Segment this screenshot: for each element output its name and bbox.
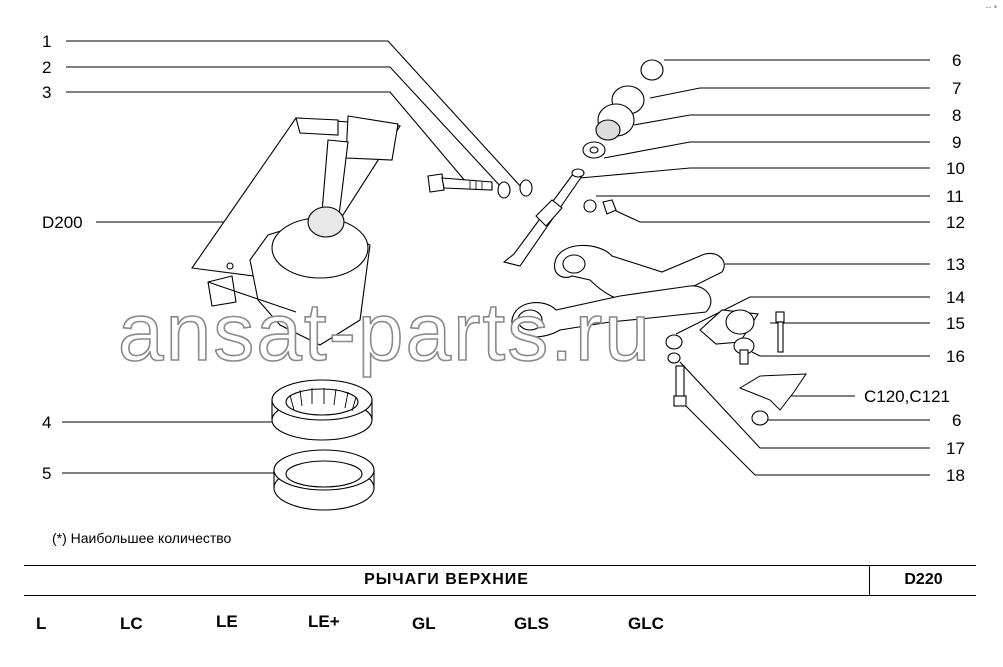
- section-title: РЫЧАГИ ВЕРХНИЕ: [364, 571, 529, 588]
- leader-line-10: [579, 167, 930, 179]
- callout-c120-c121: C120,C121: [864, 387, 951, 406]
- leader-line-9: [603, 141, 930, 159]
- leader-line-8: [633, 114, 930, 126]
- corner-mark: -- •: [985, 2, 997, 12]
- washer-2: [497, 181, 511, 199]
- spring-support-4: [271, 379, 373, 441]
- washer-11: [583, 199, 597, 213]
- callout-18: 18: [946, 466, 965, 485]
- version-glc: GLC: [628, 614, 664, 633]
- callout-14: 14: [946, 288, 965, 307]
- leader-line-18: [679, 399, 930, 476]
- version-le-plus: LE+: [308, 612, 340, 631]
- version-lc: LC: [120, 614, 143, 633]
- leader-line-16: [751, 351, 930, 357]
- leader-line-12: [613, 209, 930, 223]
- bracket-c120: [738, 373, 807, 411]
- bolt-18: [673, 365, 687, 407]
- callout-5: 5: [42, 464, 52, 483]
- leader-line-17: [679, 361, 930, 449]
- callout-6b: 6: [952, 411, 962, 430]
- shock-mount-assembly-d200: [191, 115, 401, 346]
- callout-16: 16: [946, 347, 965, 366]
- callout-12: 12: [946, 213, 965, 232]
- callout-7: 7: [952, 79, 962, 98]
- leader-line-7: [649, 87, 930, 99]
- callout-9: 9: [952, 133, 962, 152]
- callout-d200: D200: [42, 213, 83, 232]
- bolt-3: [427, 173, 493, 193]
- callout-15: 15: [946, 314, 965, 333]
- callout-1: 1: [42, 32, 52, 51]
- callout-6: 6: [952, 51, 962, 70]
- axle-10: [502, 168, 585, 267]
- callout-17: 17: [946, 439, 965, 458]
- nut-6: [640, 59, 664, 81]
- washer-1: [519, 179, 533, 197]
- nut-12: [602, 199, 617, 215]
- bolt-15: [775, 311, 785, 353]
- version-gl: GL: [412, 614, 436, 633]
- insulator-5: [273, 449, 375, 511]
- leader-line-3: [66, 91, 467, 183]
- title-bar: РЫЧАГИ ВЕРХНИЕ D220: [24, 565, 976, 596]
- version-gls: GLS: [514, 614, 549, 633]
- version-le: LE: [216, 612, 238, 631]
- nut-17: [665, 334, 683, 350]
- leader-line-14: [675, 296, 930, 335]
- section-code: D220: [904, 571, 943, 588]
- callout-11: 11: [946, 187, 964, 206]
- callout-4: 4: [42, 413, 52, 432]
- version-l: L: [36, 614, 47, 633]
- bushing-8: [595, 119, 621, 141]
- leader-line-1: [66, 40, 523, 189]
- callout-2: 2: [42, 58, 52, 77]
- nut-6b: [751, 410, 769, 426]
- bushing-stack: [582, 59, 664, 159]
- leader-line-2: [66, 66, 503, 189]
- lower-arm-14: [511, 285, 712, 338]
- callout-8: 8: [952, 106, 962, 125]
- footnote: (*) Наибольшее количество: [52, 530, 232, 546]
- callout-13: 13: [946, 255, 965, 274]
- title-divider: [869, 566, 870, 595]
- ball-joint-16: [699, 309, 759, 365]
- callout-10: 10: [946, 159, 965, 178]
- callout-3: 3: [42, 83, 52, 102]
